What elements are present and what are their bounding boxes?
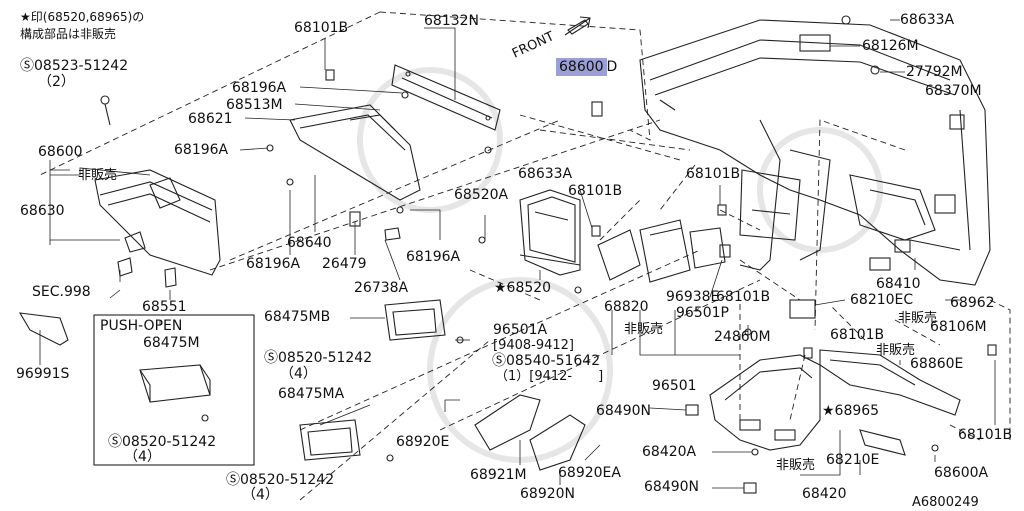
label-68520[interactable]: ★68520 (494, 280, 552, 296)
label-68920N[interactable]: 68920N (520, 486, 576, 502)
label-68420[interactable]: 68420 (802, 486, 847, 502)
label-08520-51242-c[interactable]: Ⓢ08520-51242 (226, 472, 335, 488)
label-68106M[interactable]: 68106M (930, 319, 987, 335)
glove-box (94, 169, 221, 276)
label-08520-51242-b[interactable]: Ⓢ08520-51242 (108, 434, 217, 450)
label-68132N[interactable]: 68132N (424, 13, 480, 29)
label-26738A[interactable]: 26738A (354, 280, 409, 296)
label-08520-51242-a[interactable]: Ⓢ08520-51242 (264, 350, 373, 366)
label-sec998[interactable]: SEC.998 (32, 284, 91, 300)
label-68410[interactable]: 68410 (876, 276, 921, 292)
label-68420A[interactable]: 68420A (642, 444, 697, 460)
label-68965[interactable]: ★68965 (822, 403, 880, 419)
label-68101B-b[interactable]: 68101B (568, 183, 623, 199)
label-68101B-f[interactable]: 68101B (958, 427, 1013, 443)
label-68600A[interactable]: 68600A (934, 465, 989, 481)
highlight-part-number-suffix: D (606, 59, 618, 75)
label-hanbai-a: 非販売 (78, 168, 118, 183)
label-68551[interactable]: 68551 (142, 299, 187, 315)
label-68513M[interactable]: 68513M (226, 97, 283, 113)
label-68475MA[interactable]: 68475MA (278, 386, 345, 402)
label-68490N-b[interactable]: 68490N (644, 479, 700, 495)
label-96501A-range: [9408-9412] (493, 338, 575, 353)
label-68920EA[interactable]: 68920EA (558, 465, 621, 481)
label-68101B-d[interactable]: 68101B (716, 289, 771, 305)
pockets (299, 299, 446, 461)
label-68196A-d[interactable]: 68196A (406, 249, 461, 265)
watermark (357, 67, 883, 463)
diagram-id: A6800249 (912, 495, 979, 510)
label-68475M[interactable]: 68475M (143, 335, 200, 351)
label-68860E[interactable]: 68860E (910, 356, 964, 372)
label-68101B-top[interactable]: 68101B (294, 20, 349, 36)
cluster-hood (709, 354, 821, 451)
label-08540-51642[interactable]: Ⓢ08540-51642 (492, 353, 601, 369)
label-68520A[interactable]: 68520A (454, 187, 509, 203)
label-68475MB[interactable]: 68475MB (264, 309, 331, 325)
label-68101B-e[interactable]: 68101B (830, 327, 885, 343)
label-68962[interactable]: 68962 (950, 295, 995, 311)
leader-lines (39, 11, 1011, 501)
label-68921M[interactable]: 68921M (470, 467, 527, 483)
label-08523-51242-text: 08523-51242 (34, 58, 129, 74)
label-hanbai-c: 非販売 (624, 322, 664, 337)
label-08540-qty: （1）[9412- ] (495, 369, 604, 384)
push-open-label: PUSH-OPEN (100, 318, 183, 334)
label-68600[interactable]: 68600 (38, 144, 83, 160)
label-96501[interactable]: 96501 (652, 378, 697, 394)
label-08520-51242-a-text: 08520-51242 (278, 350, 373, 366)
label-68630[interactable]: 68630 (20, 203, 65, 219)
front-arrow (564, 16, 591, 36)
label-08540-51642-text: 08540-51642 (506, 353, 601, 369)
label-27792M[interactable]: 27792M (906, 64, 963, 80)
label-68640[interactable]: 68640 (287, 235, 332, 251)
label-08523-qty: （2） (38, 74, 75, 90)
label-68126M[interactable]: 68126M (862, 38, 919, 54)
upper-panel (289, 104, 421, 201)
label-68820[interactable]: 68820 (604, 299, 649, 315)
label-96501A[interactable]: 96501A (493, 322, 548, 338)
label-08523-51242[interactable]: Ⓢ08523-51242 (20, 58, 129, 74)
solid-leaders (39, 19, 996, 489)
label-68633A-mid[interactable]: 68633A (518, 166, 573, 182)
fasteners (18, 15, 997, 494)
label-96938E[interactable]: 96938E (666, 289, 720, 305)
header-note-line2: 構成部品は非販売 (20, 27, 117, 41)
bracket (391, 64, 501, 131)
push-open-box (93, 314, 255, 466)
label-68101B-c[interactable]: 68101B (686, 166, 741, 182)
label-68633A-top[interactable]: 68633A (900, 12, 955, 28)
cluster-units (597, 219, 726, 283)
label-68370M[interactable]: 68370M (925, 83, 982, 99)
knee-panels (474, 394, 586, 471)
label-08520-51242-c-text: 08520-51242 (240, 472, 335, 488)
label-24860M[interactable]: 24860M (714, 329, 771, 345)
label-08520-b-qty: （4） (124, 449, 161, 465)
center-panel (519, 189, 581, 276)
header-note-line1: ★印(68520,68965)の (20, 10, 145, 24)
label-hanbai-d: 非販売 (876, 343, 916, 358)
label-96991S[interactable]: 96991S (16, 366, 70, 382)
label-26479[interactable]: 26479 (322, 256, 367, 272)
label-hanbai-e: 非販売 (776, 458, 816, 473)
label-08520-a-qty: （4） (280, 366, 317, 382)
dashboard-outline (639, 19, 991, 286)
label-68196A-a[interactable]: 68196A (232, 80, 287, 96)
highlight-part-number-text: 68600 (556, 58, 607, 76)
label-96501P[interactable]: 96501P (676, 305, 729, 321)
label-hanbai-b: 非販売 (898, 311, 938, 326)
lower-panel (819, 349, 961, 416)
label-08520-c-qty: （4） (242, 487, 279, 503)
label-68621[interactable]: 68621 (188, 111, 233, 127)
label-68196A-b[interactable]: 68196A (174, 142, 229, 158)
label-68210E[interactable]: 68210E (826, 452, 880, 468)
label-68920E[interactable]: 68920E (396, 434, 450, 450)
label-68196A-c[interactable]: 68196A (246, 256, 301, 272)
label-68490N-a[interactable]: 68490N (596, 403, 652, 419)
label-68210EC[interactable]: 68210EC (850, 292, 914, 308)
label-08520-51242-b-text: 08520-51242 (122, 434, 217, 450)
